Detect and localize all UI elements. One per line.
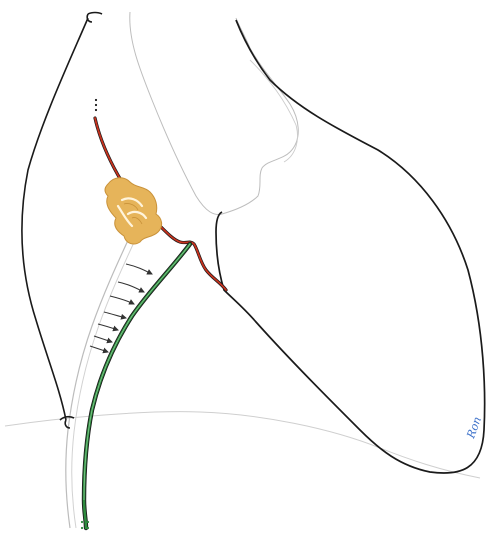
left-body-outline bbox=[22, 18, 88, 420]
arrow-5 bbox=[98, 324, 118, 330]
arrow-4 bbox=[104, 312, 126, 318]
faint-tube-outline-2 bbox=[72, 238, 136, 528]
right-organ-outline bbox=[216, 20, 485, 473]
artist-signature: Ron bbox=[464, 415, 484, 441]
arrow-6 bbox=[94, 336, 112, 342]
green-line-highlight bbox=[84, 244, 190, 500]
top-cut-mark bbox=[87, 13, 102, 23]
arrow-1 bbox=[126, 264, 152, 274]
arrow-2 bbox=[118, 282, 144, 292]
red-line-dots bbox=[95, 99, 97, 111]
table-line bbox=[5, 412, 480, 478]
arrow-7 bbox=[90, 346, 108, 352]
arrow-3 bbox=[110, 296, 134, 304]
gold-structure bbox=[105, 178, 162, 244]
inner-contour bbox=[130, 12, 298, 214]
green-line bbox=[84, 244, 190, 528]
inner-bulge bbox=[250, 60, 298, 162]
